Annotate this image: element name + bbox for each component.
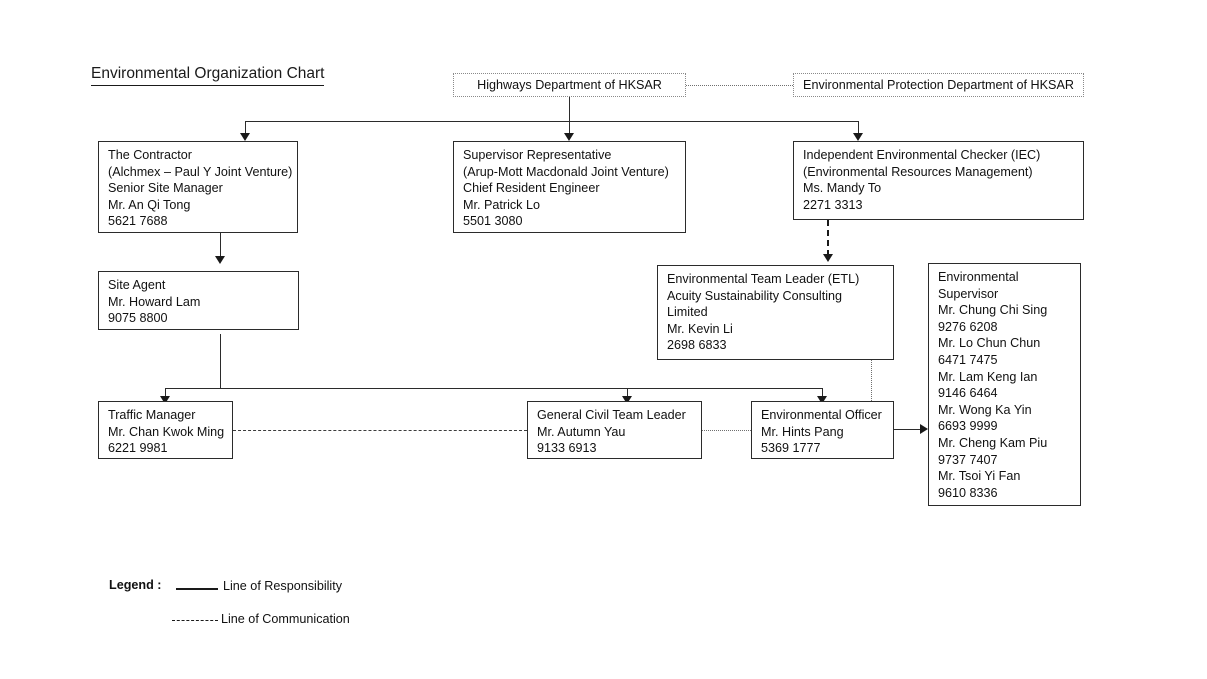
environmental-supervisor-person: Mr. Wong Ka Yin: [938, 402, 1032, 417]
iec-organisation: (Environmental Resources Management): [803, 164, 1033, 179]
etl-phone: 2698 6833: [667, 338, 727, 353]
iec-role: Independent Environmental Checker (IEC): [803, 148, 1041, 162]
page-title: Environmental Organization Chart: [91, 64, 325, 86]
edge-bus-to-iec: [857, 121, 859, 136]
epd-label: Environmental Protection Department of H…: [803, 77, 1074, 92]
general-civil-team-leader-person: Mr. Autumn Yau: [537, 424, 626, 439]
general-civil-team-leader-phone: 9133 6913: [537, 441, 597, 456]
edge-bus-to-supervisor-rep: [568, 121, 570, 136]
box-etl[interactable]: Environmental Team Leader (ETL) Acuity S…: [657, 265, 894, 360]
box-traffic-manager[interactable]: Traffic Manager Mr. Chan Kwok Ming 6221 …: [98, 401, 233, 459]
box-epd[interactable]: Environmental Protection Department of H…: [793, 73, 1084, 97]
supervisor-representative-position: Chief Resident Engineer: [463, 181, 600, 196]
contractor-position: Senior Site Manager: [108, 181, 223, 196]
arrow-down-icon-general-civil: [622, 396, 632, 404]
arrow-down-icon-traffic-manager: [160, 396, 170, 404]
edge-etl-to-environmental-officer: [871, 360, 872, 401]
box-site-agent[interactable]: Site Agent Mr. Howard Lam 9075 8800: [98, 271, 299, 330]
environmental-supervisor-phone: 9737 7407: [938, 452, 998, 467]
etl-organisation-line2: Limited: [667, 305, 708, 320]
box-highways-department[interactable]: Highways Department of HKSAR: [453, 73, 686, 97]
environmental-supervisor-phone: 9276 6208: [938, 319, 998, 334]
environmental-supervisor-person: Mr. Cheng Kam Piu: [938, 435, 1048, 450]
environmental-supervisor-phone: 9610 8336: [938, 485, 998, 500]
legend-dashed-line-swatch: [172, 620, 218, 621]
contractor-phone: 5621 7688: [108, 214, 168, 229]
edge-iec-to-etl: [827, 220, 829, 256]
legend-solid-line-swatch: [176, 588, 218, 590]
contractor-organisation: (Alchmex – Paul Y Joint Venture): [108, 164, 293, 179]
environmental-supervisor-phone: 6693 9999: [938, 419, 998, 434]
etl-role: Environmental Team Leader (ETL): [667, 272, 860, 286]
environmental-supervisor-person: Mr. Lam Keng Ian: [938, 369, 1038, 384]
edge-general-civil-to-environmental-officer: [702, 430, 751, 431]
arrow-right-icon-environmental-supervisor: [920, 424, 928, 434]
traffic-manager-role: Traffic Manager: [108, 408, 196, 422]
traffic-manager-phone: 6221 9981: [108, 441, 168, 456]
box-iec[interactable]: Independent Environmental Checker (IEC) …: [793, 141, 1084, 220]
iec-phone: 2271 3313: [803, 197, 863, 212]
edge-environmental-officer-to-supervisor: [894, 428, 922, 430]
environmental-supervisor-person: Mr. Lo Chun Chun: [938, 336, 1041, 351]
supervisor-representative-phone: 5501 3080: [463, 214, 523, 229]
arrow-down-icon-etl: [823, 254, 833, 262]
environmental-supervisor-role-line1: Environmental: [938, 270, 1019, 284]
edge-bus-to-traffic-manager: [164, 388, 166, 400]
box-environmental-supervisor[interactable]: Environmental Supervisor Mr. Chung Chi S…: [928, 263, 1081, 506]
box-general-civil-team-leader[interactable]: General Civil Team Leader Mr. Autumn Yau…: [527, 401, 702, 459]
edge-row1-bus: [245, 121, 859, 123]
environmental-supervisor-person: Mr. Chung Chi Sing: [938, 303, 1048, 318]
edge-highways-drop: [568, 97, 570, 122]
legend-communication-label: Line of Communication: [221, 612, 350, 626]
arrow-down-icon-environmental-officer: [817, 396, 827, 404]
general-civil-team-leader-role: General Civil Team Leader: [537, 408, 686, 422]
edge-site-agent-drop: [219, 334, 221, 389]
traffic-manager-person: Mr. Chan Kwok Ming: [108, 424, 225, 439]
etl-organisation-line1: Acuity Sustainability Consulting: [667, 288, 843, 303]
edge-highways-to-epd: [686, 85, 793, 86]
environmental-supervisor-person: Mr. Tsoi Yi Fan: [938, 469, 1021, 484]
edge-bus-to-contractor: [244, 121, 246, 136]
site-agent-phone: 9075 8800: [108, 311, 168, 326]
arrow-down-icon-iec: [853, 133, 863, 141]
edge-row3-bus: [165, 388, 823, 390]
environmental-officer-person: Mr. Hints Pang: [761, 424, 844, 439]
environmental-officer-role: Environmental Officer: [761, 408, 882, 422]
environmental-supervisor-role-line2: Supervisor: [938, 286, 999, 301]
arrow-down-icon-supervisor-rep: [564, 133, 574, 141]
contractor-role: The Contractor: [108, 148, 192, 162]
arrow-down-icon-contractor: [240, 133, 250, 141]
site-agent-role: Site Agent: [108, 278, 166, 292]
supervisor-representative-role: Supervisor Representative: [463, 148, 612, 162]
edge-contractor-to-site-agent: [219, 233, 221, 258]
arrow-down-icon-site-agent: [215, 256, 225, 264]
environmental-supervisor-phone: 9146 6464: [938, 386, 998, 401]
edge-bus-to-general-civil: [626, 388, 628, 400]
box-contractor[interactable]: The Contractor (Alchmex – Paul Y Joint V…: [98, 141, 298, 233]
iec-person: Ms. Mandy To: [803, 181, 882, 196]
contractor-person: Mr. An Qi Tong: [108, 197, 191, 212]
box-environmental-officer[interactable]: Environmental Officer Mr. Hints Pang 536…: [751, 401, 894, 459]
edge-bus-to-environmental-officer: [821, 388, 823, 400]
site-agent-person: Mr. Howard Lam: [108, 294, 201, 309]
highways-department-label: Highways Department of HKSAR: [477, 77, 662, 92]
environmental-supervisor-phone: 6471 7475: [938, 352, 998, 367]
environmental-officer-phone: 5369 1777: [761, 441, 821, 456]
supervisor-representative-organisation: (Arup-Mott Macdonald Joint Venture): [463, 164, 669, 179]
edge-traffic-to-general-civil: [233, 430, 527, 431]
supervisor-representative-person: Mr. Patrick Lo: [463, 197, 540, 212]
legend-label: Legend :: [109, 578, 162, 592]
legend-responsibility-label: Line of Responsibility: [223, 579, 343, 593]
box-supervisor-representative[interactable]: Supervisor Representative (Arup-Mott Mac…: [453, 141, 686, 233]
etl-person: Mr. Kevin Li: [667, 321, 733, 336]
